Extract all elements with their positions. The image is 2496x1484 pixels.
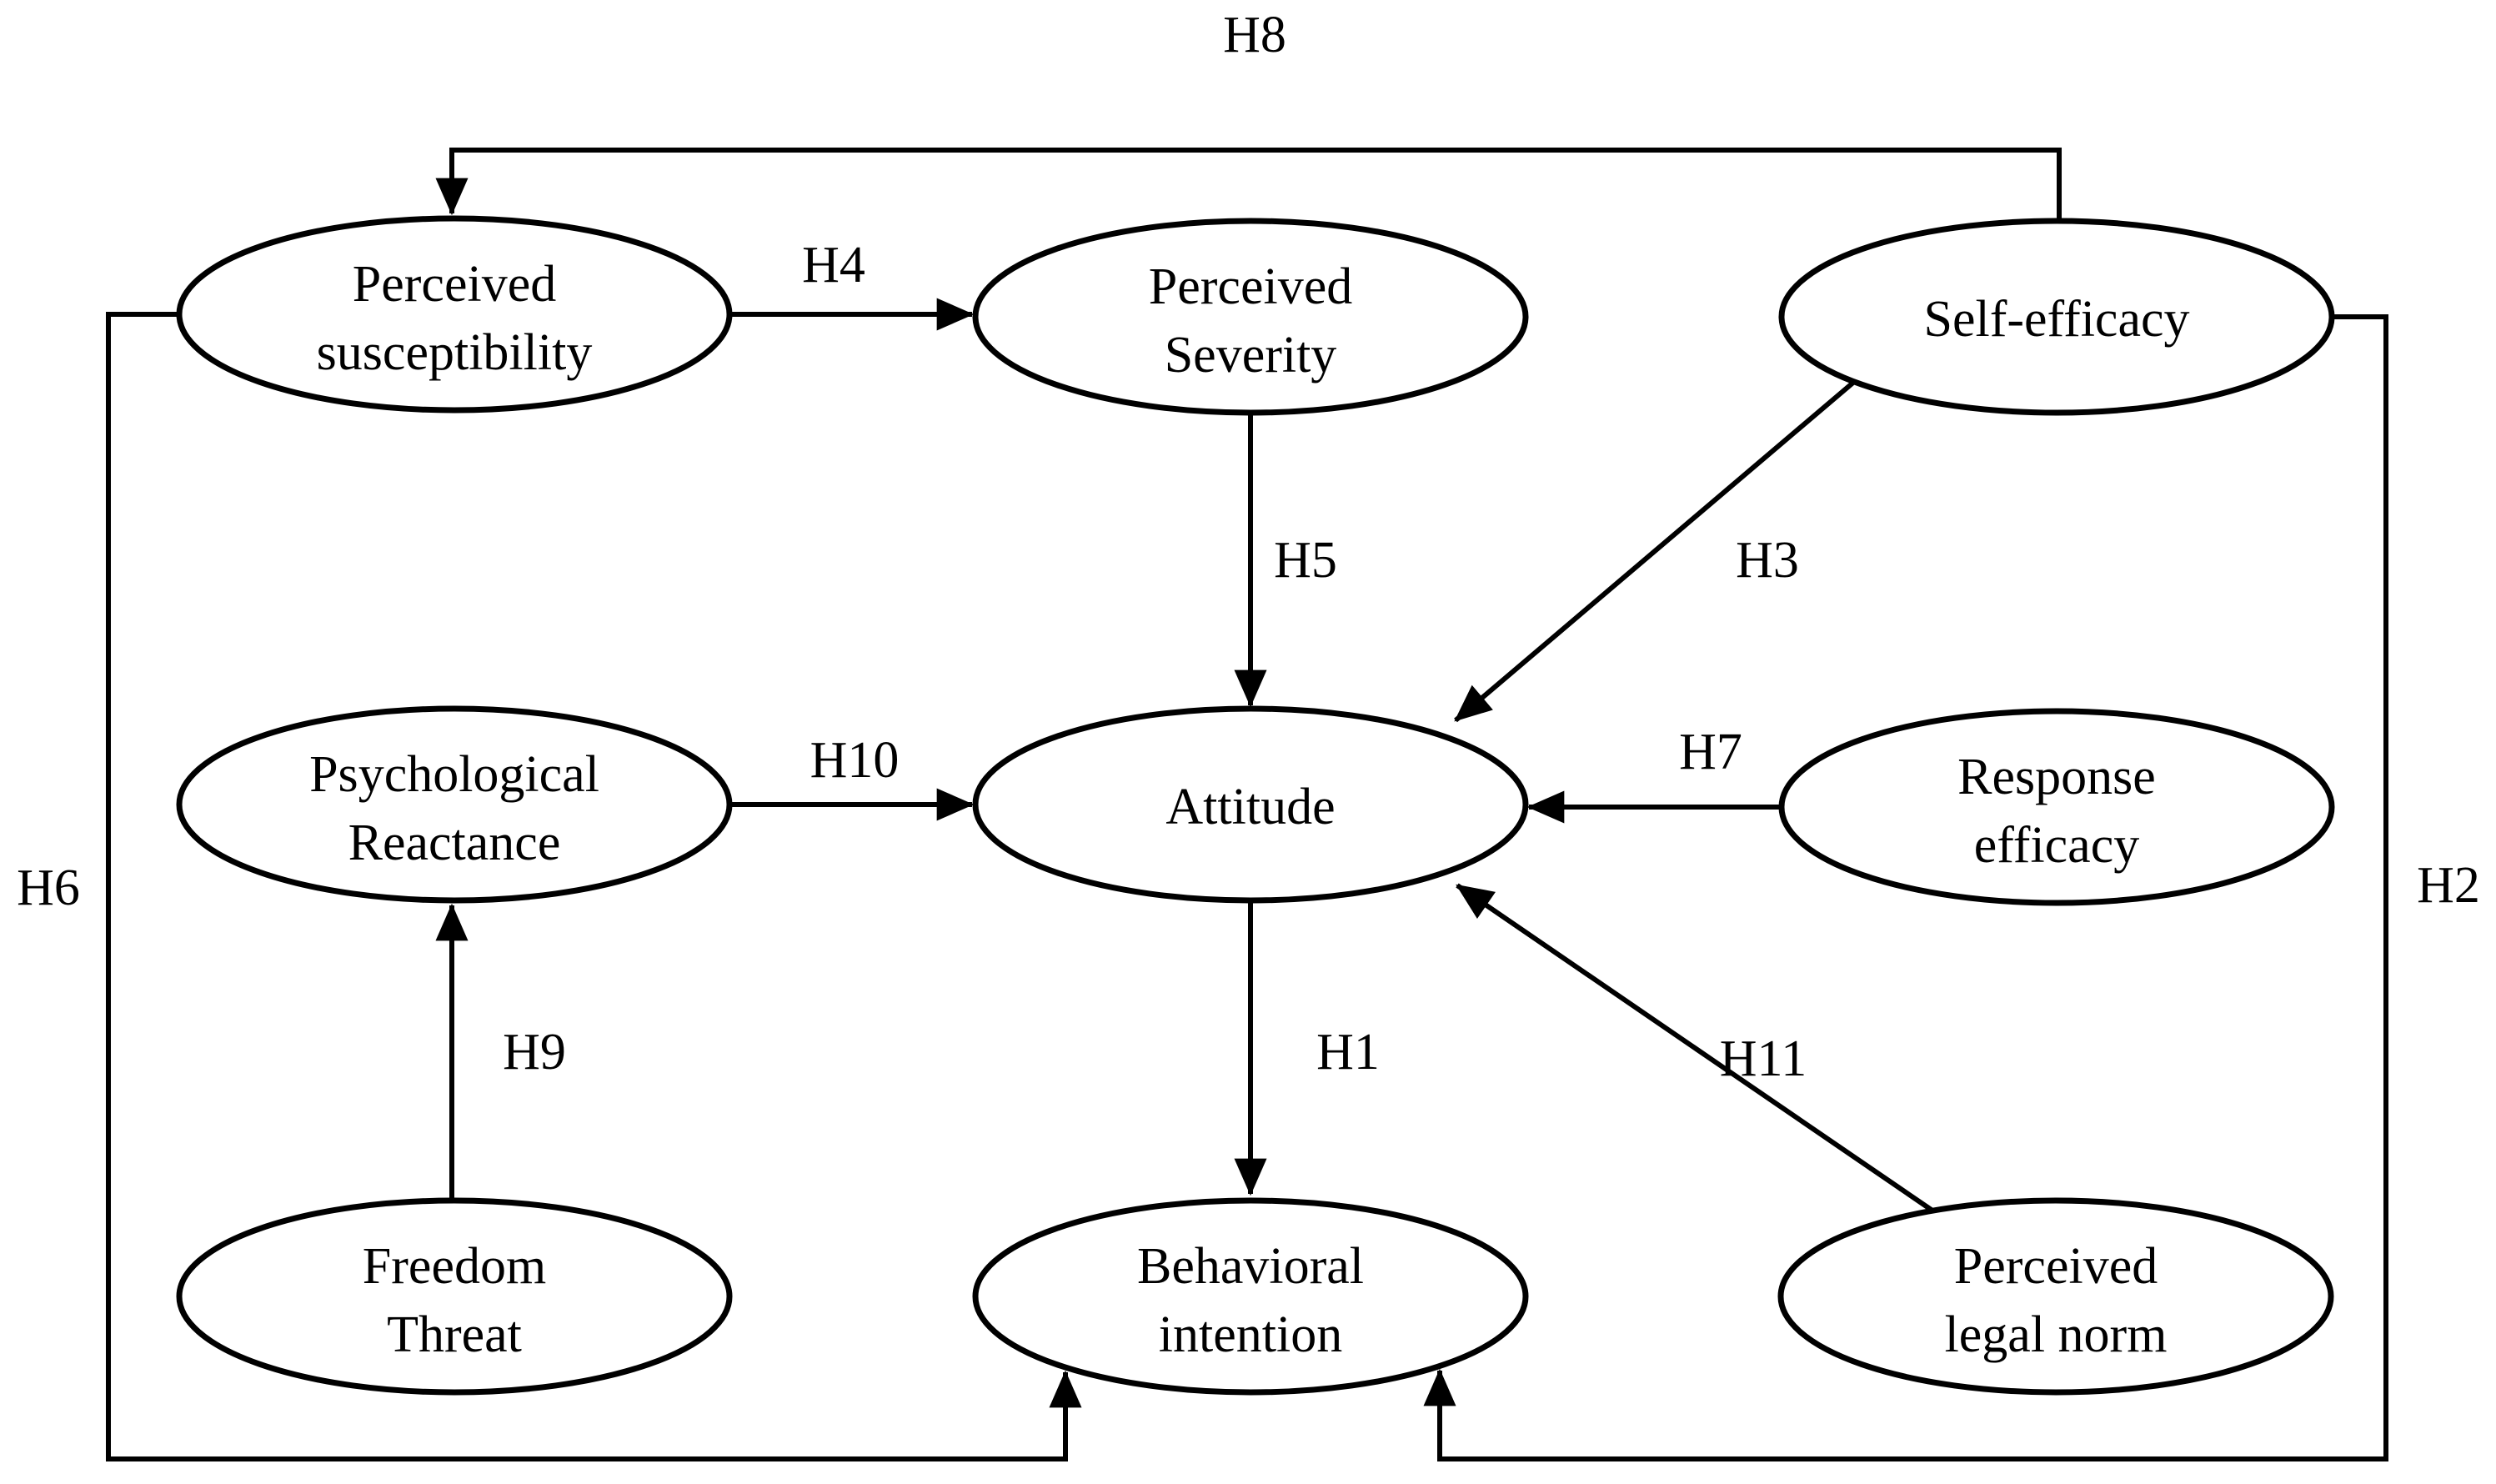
perceived-severity-label-line2: Severity [1165, 327, 1337, 384]
perceived-severity-ellipse [972, 218, 1529, 416]
label-h11: H11 [1720, 1030, 1807, 1087]
attitude-ellipse [972, 705, 1529, 904]
label-h4: H4 [802, 237, 865, 293]
label-h3: H3 [1736, 532, 1799, 589]
perceived-legal-norm-ellipse [1777, 1197, 2334, 1396]
behavioral-intention-ellipse [972, 1197, 1529, 1396]
response-efficacy-label-line1: Response [1957, 749, 2156, 805]
perceived-susceptibility-label-line1: Perceived [353, 256, 556, 313]
label-h7: H7 [1679, 724, 1742, 780]
freedom-threat-label-line1: Freedom [363, 1238, 546, 1295]
response-efficacy-ellipse [1778, 708, 2335, 906]
edge-h2-arrow [1423, 314, 2388, 1461]
nodes: Perceived susceptibility Perceived Sever… [176, 215, 2335, 1396]
edges [106, 148, 2388, 1461]
label-h9: H9 [503, 1024, 566, 1080]
freedom-threat-label-line2: Threat [387, 1306, 522, 1363]
label-h2: H2 [2417, 857, 2480, 914]
node-perceived-susceptibility: Perceived susceptibility [176, 215, 733, 414]
behavioral-intention-label-line2: intention [1159, 1306, 1342, 1363]
perceived-severity-label-line1: Perceived [1149, 258, 1352, 315]
psychological-reactance-label-line2: Reactance [348, 815, 561, 871]
label-h6: H6 [17, 860, 80, 916]
psychological-reactance-label-line1: Psychological [309, 746, 599, 803]
edge-h8-arrow [435, 148, 2062, 221]
psychological-reactance-ellipse [176, 705, 733, 904]
freedom-threat-ellipse [176, 1197, 733, 1396]
label-h8: H8 [1223, 7, 1286, 63]
node-perceived-legal-norm: Perceived legal norm [1777, 1197, 2334, 1396]
hypothesis-labels: H8 H4 H5 H3 H10 H7 H6 H2 H9 H1 H11 [17, 7, 2480, 1087]
node-behavioral-intention: Behavioral intention [972, 1197, 1529, 1396]
label-h1: H1 [1316, 1024, 1380, 1080]
perceived-susceptibility-ellipse [176, 215, 733, 414]
perceived-legal-norm-label-line1: Perceived [1954, 1238, 2158, 1295]
node-perceived-severity: Perceived Severity [972, 218, 1529, 416]
perceived-legal-norm-label-line2: legal norm [1945, 1306, 2168, 1363]
node-freedom-threat: Freedom Threat [176, 1197, 733, 1396]
self-efficacy-label: Self-efficacy [1924, 291, 2190, 348]
behavioral-intention-label-line1: Behavioral [1137, 1238, 1364, 1295]
perceived-susceptibility-label-line2: susceptibility [317, 324, 593, 381]
node-self-efficacy: Self-efficacy [1778, 218, 2335, 416]
label-h10: H10 [810, 732, 900, 789]
node-response-efficacy: Response efficacy [1778, 708, 2335, 906]
node-psychological-reactance: Psychological Reactance [176, 705, 733, 904]
response-efficacy-label-line2: efficacy [1974, 817, 2139, 874]
node-attitude: Attitude [972, 705, 1529, 904]
edge-h11-arrow [1456, 883, 1934, 1213]
attitude-label: Attitude [1165, 779, 1335, 835]
label-h5: H5 [1274, 532, 1337, 589]
edge-h6-arrow [106, 312, 1082, 1461]
edge-h3-arrow [1454, 379, 1856, 723]
self-efficacy-ellipse [1778, 218, 2335, 416]
